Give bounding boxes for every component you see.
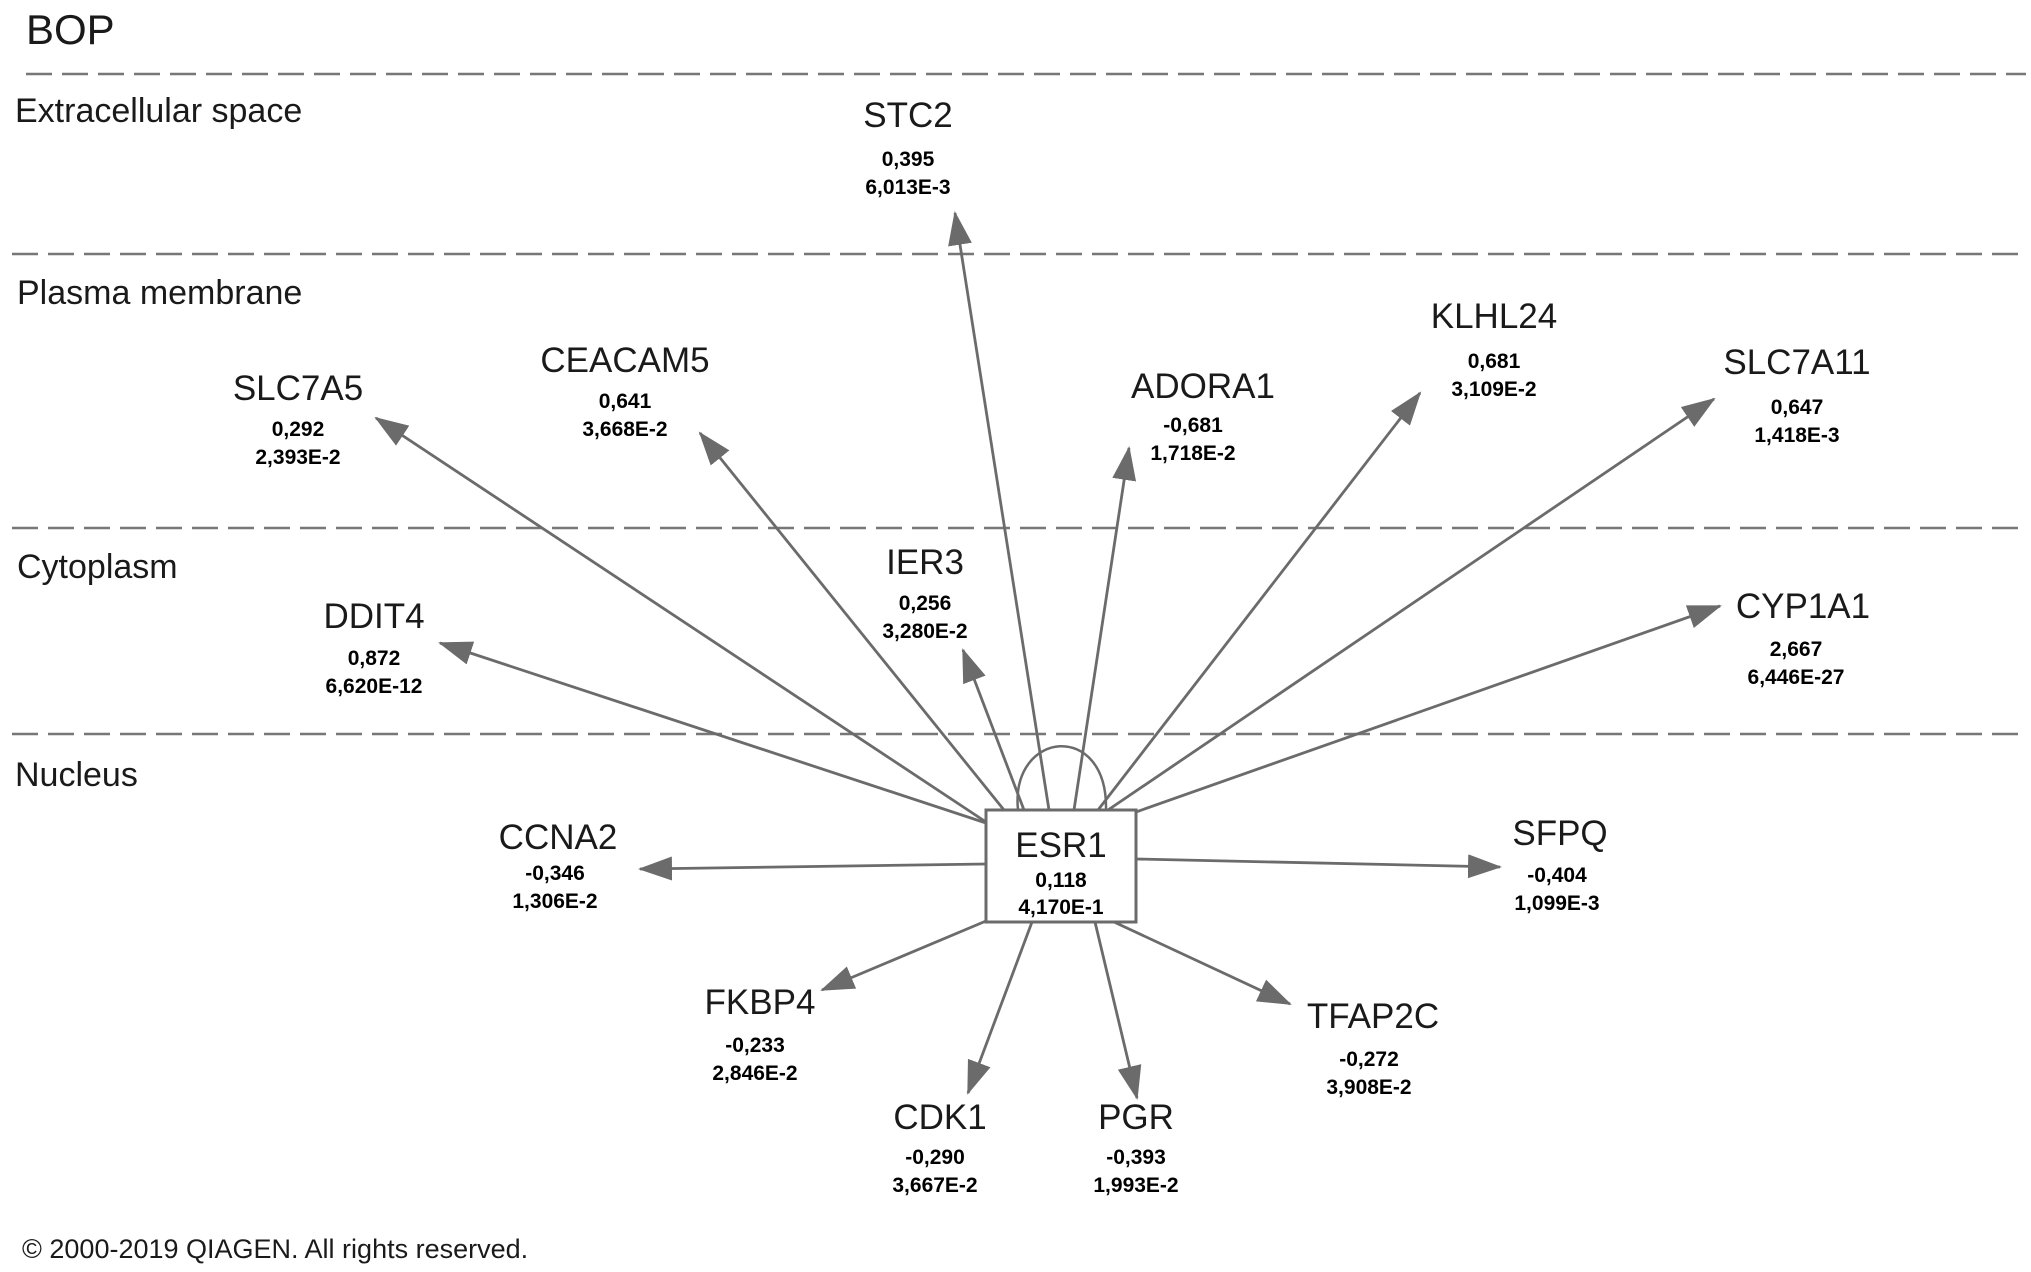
- edges: [374, 211, 1722, 1100]
- node-value: -0,233: [725, 1034, 785, 1057]
- node-value: -0,346: [525, 862, 585, 885]
- node-fkbp4: FKBP4 -0,233 2,846E-2: [705, 983, 816, 1085]
- node-value: 0,681: [1468, 350, 1521, 373]
- edge-esr1-to-klhl24: [1096, 391, 1422, 811]
- node-name: KLHL24: [1431, 297, 1557, 336]
- node-value: 0,292: [272, 418, 325, 441]
- diagram-title: BOP: [26, 6, 115, 53]
- hub-node-esr1: ESR1 0,118 4,170E-1: [984, 808, 1138, 924]
- copyright-notice: © 2000-2019 QIAGEN. All rights reserved.: [22, 1234, 528, 1264]
- node-name: CYP1A1: [1736, 587, 1870, 626]
- node-cyp1a1: CYP1A1 2,667 6,446E-27: [1736, 587, 1870, 689]
- node-name: SLC7A5: [233, 369, 363, 408]
- node-name: DDIT4: [323, 597, 424, 636]
- edge-esr1-to-ier3: [961, 648, 1026, 811]
- node-value: -0,404: [1527, 864, 1587, 887]
- node-stc2: STC2 0,395 6,013E-3: [863, 96, 952, 199]
- node-klhl24: KLHL24 0,681 3,109E-2: [1431, 297, 1557, 401]
- hub-name: ESR1: [1015, 826, 1106, 865]
- node-name: ADORA1: [1131, 367, 1275, 406]
- node-value: 0,641: [599, 390, 652, 413]
- node-pvalue: 6,620E-12: [326, 675, 423, 698]
- node-pvalue: 1,993E-2: [1093, 1174, 1178, 1197]
- node-pvalue: 3,280E-2: [882, 620, 967, 643]
- node-pvalue: 2,846E-2: [712, 1062, 797, 1085]
- node-name: CCNA2: [499, 818, 618, 857]
- node-pvalue: 3,667E-2: [892, 1174, 977, 1197]
- node-name: FKBP4: [705, 983, 816, 1022]
- node-pvalue: 3,668E-2: [582, 418, 667, 441]
- node-pvalue: 6,446E-27: [1748, 666, 1845, 689]
- edge-esr1-to-ccna2: [638, 856, 987, 881]
- node-adora1: ADORA1 -0,681 1,718E-2: [1131, 367, 1275, 465]
- node-value: 0,647: [1771, 396, 1824, 419]
- node-name: SLC7A11: [1723, 343, 1870, 382]
- node-pvalue: 1,418E-3: [1754, 424, 1839, 447]
- node-pvalue: 1,099E-3: [1514, 892, 1599, 915]
- gene-nodes: STC2 0,395 6,013E-3 SLC7A5 0,292 2,393E-…: [233, 96, 1871, 1197]
- node-tfap2c: TFAP2C -0,272 3,908E-2: [1307, 997, 1439, 1099]
- node-slc7a5: SLC7A5 0,292 2,393E-2: [233, 369, 363, 469]
- node-name: SFPQ: [1512, 814, 1607, 853]
- node-pvalue: 1,718E-2: [1150, 442, 1235, 465]
- edge-esr1-to-fkbp4: [820, 919, 987, 992]
- edge-esr1-to-slc7a5: [374, 416, 987, 824]
- node-ceacam5: CEACAM5 0,641 3,668E-2: [540, 341, 709, 441]
- hub-box: [984, 808, 1138, 924]
- node-name: STC2: [863, 96, 952, 135]
- node-pvalue: 3,109E-2: [1451, 378, 1536, 401]
- node-value: -0,681: [1163, 414, 1223, 437]
- node-pvalue: 3,908E-2: [1326, 1076, 1411, 1099]
- node-value: 2,667: [1770, 638, 1823, 661]
- edge-esr1-to-slc7a11: [1107, 397, 1716, 812]
- node-ier3: IER3 0,256 3,280E-2: [882, 543, 967, 643]
- node-value: -0,393: [1106, 1146, 1166, 1169]
- hub-self-loop: [1016, 745, 1108, 811]
- edge-esr1-to-ceacam5: [698, 431, 1006, 811]
- node-cdk1: CDK1 -0,290 3,667E-2: [892, 1098, 986, 1197]
- edge-esr1-to-adora1: [1072, 446, 1137, 811]
- node-name: TFAP2C: [1307, 997, 1439, 1036]
- node-value: 0,256: [899, 592, 952, 615]
- node-ddit4: DDIT4 0,872 6,620E-12: [323, 597, 424, 698]
- layer-label-extracellular: Extracellular space: [15, 92, 302, 130]
- layer-label-nucleus: Nucleus: [15, 756, 138, 794]
- edge-esr1-to-stc2: [948, 211, 1051, 811]
- hub-value: 0,118: [1035, 869, 1087, 892]
- node-slc7a11: SLC7A11 0,647 1,418E-3: [1723, 343, 1870, 447]
- node-value: -0,290: [905, 1146, 965, 1169]
- node-name: IER3: [886, 543, 964, 582]
- edge-esr1-to-sfpq: [1135, 854, 1502, 879]
- node-pvalue: 2,393E-2: [255, 446, 340, 469]
- node-value: -0,272: [1339, 1048, 1399, 1071]
- layer-label-cytoplasm: Cytoplasm: [17, 548, 178, 586]
- node-value: 0,872: [348, 647, 401, 670]
- edge-esr1-to-pgr: [1093, 921, 1142, 1100]
- node-value: 0,395: [882, 148, 935, 171]
- layer-dividers: [12, 72, 2026, 736]
- edge-esr1-to-cyp1a1: [1135, 604, 1722, 814]
- layer-label-plasma-membrane: Plasma membrane: [17, 274, 302, 312]
- node-pvalue: 6,013E-3: [865, 176, 950, 199]
- node-ccna2: CCNA2 -0,346 1,306E-2: [499, 818, 618, 913]
- node-pvalue: 1,306E-2: [512, 890, 597, 913]
- hub-pvalue: 4,170E-1: [1018, 896, 1104, 919]
- edge-esr1-to-tfap2c: [1113, 920, 1292, 1006]
- node-name: CDK1: [893, 1098, 986, 1137]
- node-pgr: PGR -0,393 1,993E-2: [1093, 1098, 1178, 1197]
- node-name: CEACAM5: [540, 341, 709, 380]
- edge-esr1-to-ddit4: [438, 641, 987, 825]
- node-sfpq: SFPQ -0,404 1,099E-3: [1512, 814, 1607, 915]
- edge-esr1-to-cdk1: [966, 921, 1034, 1095]
- node-name: PGR: [1098, 1098, 1174, 1137]
